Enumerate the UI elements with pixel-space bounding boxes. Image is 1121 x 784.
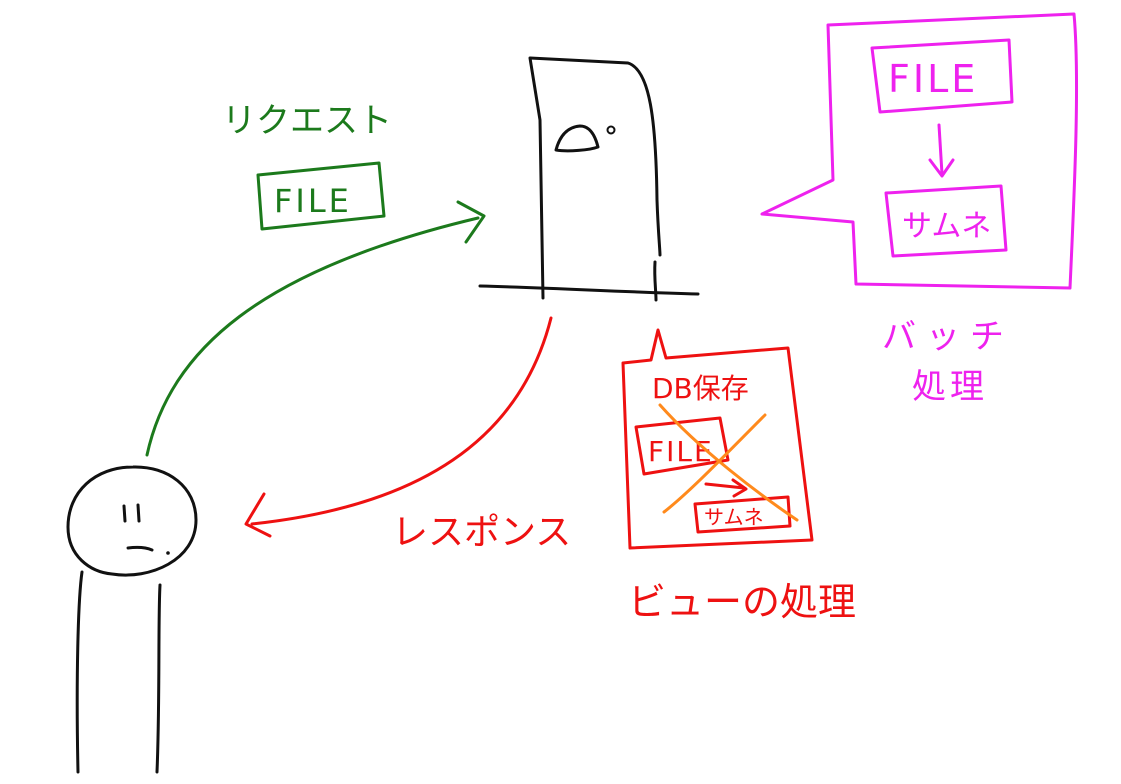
view-thumb-label: サムネ: [704, 505, 764, 529]
request-label: リクエスト: [222, 101, 392, 141]
person-icon: [66, 465, 198, 774]
view-file-label: FILE: [648, 435, 714, 468]
request-file-label: FILE: [274, 182, 352, 220]
cross-out-mark: [658, 403, 799, 522]
response-group: レスポンス: [244, 316, 571, 553]
server-icon: [478, 56, 700, 302]
view-processing-box: DB保存 FILE サムネ ビューの処理: [621, 328, 856, 624]
batch-file-label: FILE: [888, 57, 978, 101]
batch-caption-line2: 処理: [912, 367, 988, 407]
batch-processing-box: FILE サムネ バッチ 処理: [760, 12, 1079, 407]
view-caption: ビューの処理: [628, 580, 856, 624]
response-arrow: [250, 316, 553, 526]
request-group: リクエスト FILE: [145, 101, 486, 457]
db-save-label: DB保存: [652, 372, 749, 405]
response-label: レスポンス: [392, 512, 571, 553]
batch-caption-line1: バッチ: [882, 317, 1014, 357]
batch-thumb-label: サムネ: [902, 209, 991, 244]
request-arrow: [145, 216, 480, 457]
